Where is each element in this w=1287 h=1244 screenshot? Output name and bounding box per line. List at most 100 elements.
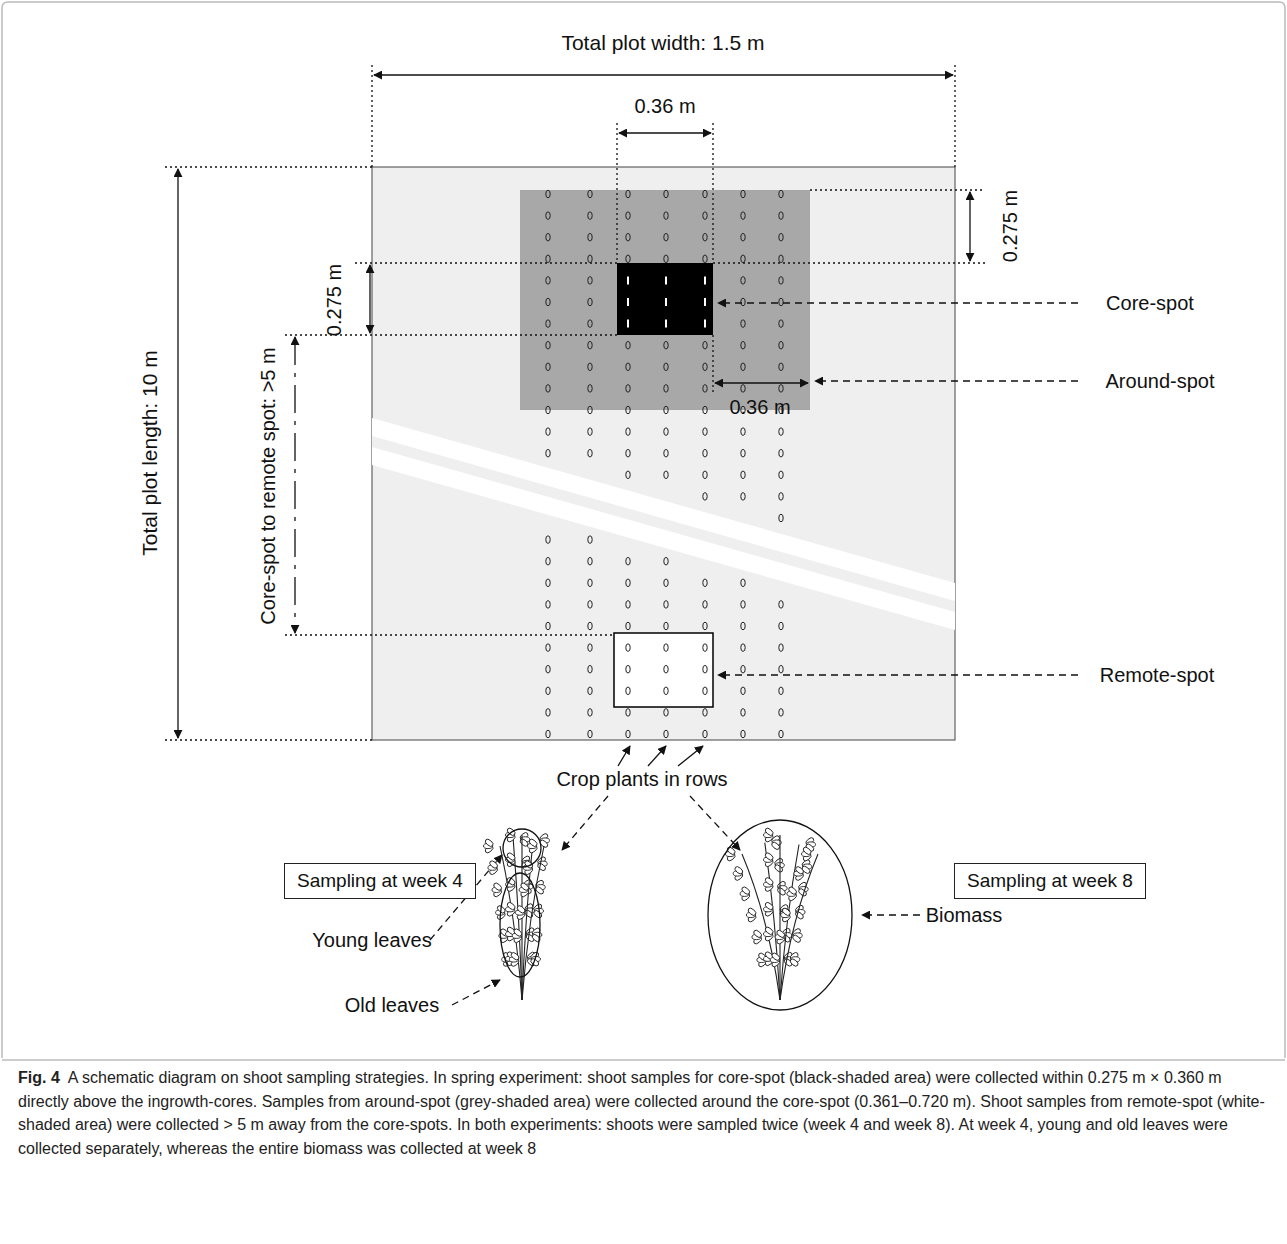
crop-mark bbox=[779, 233, 783, 241]
crop-mark bbox=[703, 233, 707, 241]
crop-mark bbox=[546, 363, 550, 371]
crop-mark bbox=[626, 557, 630, 565]
crop-mark bbox=[779, 363, 783, 371]
figure-caption: Fig. 4A schematic diagram on shoot sampl… bbox=[18, 1066, 1268, 1160]
plant-stem bbox=[779, 835, 780, 1000]
crop-mark bbox=[546, 622, 550, 630]
crop-mark bbox=[779, 320, 783, 328]
crop-mark bbox=[703, 687, 707, 695]
plot-break-band bbox=[372, 418, 955, 630]
crop-mark bbox=[703, 493, 707, 501]
annotation-label: 0.36 m bbox=[634, 95, 695, 117]
crop-mark bbox=[626, 363, 630, 371]
crop-mark bbox=[626, 665, 630, 673]
crop-mark bbox=[546, 212, 550, 220]
annotation-label: Young leaves bbox=[312, 929, 431, 951]
crop-mark bbox=[741, 449, 745, 457]
crop-mark bbox=[546, 320, 550, 328]
sample-rings bbox=[500, 820, 852, 1010]
crop-mark bbox=[546, 709, 550, 717]
box-text: Sampling at week 8 bbox=[967, 870, 1133, 892]
leaflet bbox=[741, 886, 751, 896]
crop-mark bbox=[588, 255, 592, 263]
leaflet bbox=[776, 929, 786, 939]
leaflet bbox=[764, 901, 774, 911]
leaflet bbox=[520, 882, 530, 892]
crop-mark bbox=[704, 298, 706, 306]
leaflet bbox=[774, 864, 784, 874]
leaflet bbox=[513, 928, 523, 938]
crop-rows bbox=[546, 190, 783, 738]
crop-mark bbox=[626, 233, 630, 241]
annotation-label: Core-spot bbox=[1106, 292, 1194, 314]
crop-mark bbox=[665, 298, 667, 306]
leaflet bbox=[764, 876, 774, 886]
crop-mark bbox=[741, 190, 745, 198]
crop-mark bbox=[664, 709, 668, 717]
crop-mark bbox=[626, 385, 630, 393]
crop-mark bbox=[741, 730, 745, 738]
crop-mark bbox=[626, 579, 630, 587]
crop-mark bbox=[626, 471, 630, 479]
crop-mark bbox=[626, 190, 630, 198]
crop-mark bbox=[664, 212, 668, 220]
crop-mark bbox=[664, 233, 668, 241]
crop-mark bbox=[704, 320, 706, 328]
leaflet bbox=[747, 907, 757, 917]
crop-mark bbox=[703, 212, 707, 220]
crop-mark bbox=[626, 449, 630, 457]
crop-mark bbox=[588, 730, 592, 738]
crop-mark bbox=[703, 449, 707, 457]
crop-mark bbox=[664, 255, 668, 263]
crop-mark bbox=[664, 665, 668, 673]
leaflet bbox=[528, 838, 538, 848]
crop-mark bbox=[627, 276, 629, 284]
crop-mark bbox=[588, 212, 592, 220]
crop-mark bbox=[665, 276, 667, 284]
crop-mark bbox=[779, 665, 783, 673]
crop-mark bbox=[627, 298, 629, 306]
crop-mark bbox=[626, 730, 630, 738]
crop-mark bbox=[703, 644, 707, 652]
crop-mark bbox=[588, 687, 592, 695]
crop-mark bbox=[703, 665, 707, 673]
crop-mark bbox=[703, 709, 707, 717]
crop-mark bbox=[626, 709, 630, 717]
crop-mark bbox=[664, 385, 668, 393]
crop-mark bbox=[664, 190, 668, 198]
crop-mark bbox=[703, 363, 707, 371]
leaflet bbox=[537, 862, 547, 872]
crop-mark bbox=[741, 471, 745, 479]
leaflet bbox=[776, 887, 786, 897]
crop-mark bbox=[626, 255, 630, 263]
crop-mark bbox=[741, 298, 745, 306]
crop-mark bbox=[704, 276, 706, 284]
leaflet bbox=[787, 886, 797, 896]
leaflet bbox=[506, 901, 516, 911]
leaflet bbox=[764, 827, 774, 837]
crop-mark bbox=[626, 341, 630, 349]
crop-mark bbox=[588, 298, 592, 306]
figure-frame bbox=[2, 2, 1285, 1058]
leaflet bbox=[510, 951, 520, 961]
leaflet bbox=[764, 852, 774, 862]
crop-mark bbox=[664, 471, 668, 479]
crop-mark bbox=[779, 298, 783, 306]
crop-mark bbox=[588, 190, 592, 198]
crop-mark bbox=[588, 341, 592, 349]
dimension-label: Core-spot to remote spot: >5 m bbox=[257, 347, 279, 624]
crop-mark bbox=[588, 536, 592, 544]
leaflet bbox=[771, 841, 781, 851]
crop-mark bbox=[741, 341, 745, 349]
crop-mark bbox=[546, 385, 550, 393]
leaflet bbox=[764, 926, 774, 936]
crop-mark bbox=[588, 644, 592, 652]
crop-mark bbox=[741, 212, 745, 220]
annotation-label: Old leaves bbox=[345, 994, 440, 1016]
core-spot-area bbox=[617, 263, 713, 335]
crop-mark bbox=[741, 709, 745, 717]
annotation-label: Around-spot bbox=[1106, 370, 1215, 392]
leaflet bbox=[802, 846, 812, 856]
sampling-box: Sampling at week 8 bbox=[954, 863, 1146, 899]
crop-mark bbox=[664, 341, 668, 349]
